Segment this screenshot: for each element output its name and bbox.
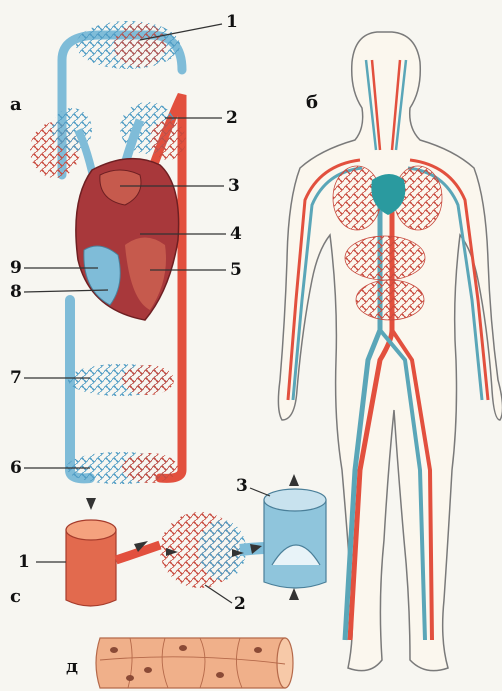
leader-c3 (250, 488, 270, 496)
label-a-1: 1 (226, 14, 238, 31)
organ-capillaries-lower-arterial (122, 453, 178, 483)
section-label-b: б (306, 94, 318, 112)
label-a-8: 8 (10, 284, 22, 301)
label-c-1: 1 (18, 554, 30, 571)
vein-opening (264, 489, 326, 511)
head-capillary-arterial-part (114, 23, 166, 67)
label-a-6: 6 (10, 460, 22, 477)
label-a-2: 2 (226, 110, 238, 127)
artery-cylinder (66, 530, 116, 606)
label-c-3: 3 (236, 478, 248, 495)
label-c-2: 2 (234, 596, 246, 613)
leader-c2 (205, 585, 232, 603)
nucleus-2 (144, 667, 152, 673)
right-atrium (84, 246, 120, 305)
nucleus-5 (254, 647, 262, 653)
arrow-up-vein-top (289, 474, 299, 486)
nucleus-4 (216, 672, 224, 678)
arrow-up-vein-bottom (289, 588, 299, 600)
label-a-3: 3 (228, 178, 240, 195)
panel-d-capillary-wall (96, 638, 293, 688)
arrow-down-artery (86, 498, 96, 510)
section-label-a: а (10, 96, 22, 114)
capillary-bed-venous (198, 520, 246, 580)
nucleus-3 (179, 645, 187, 651)
liver-stomach (345, 236, 425, 280)
label-a-7: 7 (10, 370, 22, 387)
section-label-c: с (10, 588, 21, 606)
section-label-d: д (66, 658, 78, 676)
label-a-5: 5 (230, 262, 242, 279)
capillary-tube (96, 638, 291, 688)
intestines (356, 280, 424, 320)
right-lung-capillaries-arterial (150, 120, 186, 160)
vein-cylinder (264, 500, 326, 588)
nucleus-6 (126, 675, 134, 681)
nucleus-1 (110, 647, 118, 653)
panel-a-circulation-scheme (24, 21, 226, 484)
label-a-9: 9 (10, 260, 22, 277)
organ-capillaries-upper-arterial (122, 365, 174, 395)
artery-opening (66, 520, 116, 540)
panel-c-vessel-detail (36, 474, 326, 606)
label-a-4: 4 (230, 226, 242, 243)
